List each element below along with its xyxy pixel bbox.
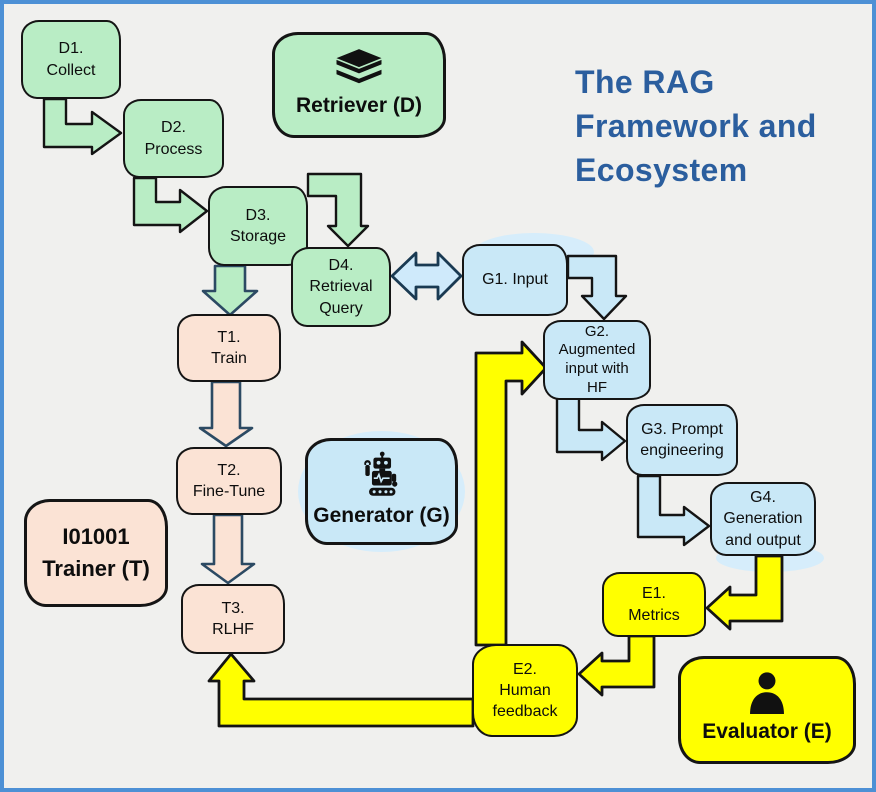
node-d4-label: D4. Retrieval Query [309, 257, 373, 317]
arrow-g2-to-g3 [555, 396, 627, 462]
arrow-e2-to-t3 [207, 652, 475, 728]
node-d3-storage: D3. Storage [208, 186, 308, 266]
node-g1-label: G1. Input [482, 271, 548, 289]
arrow-d1-to-d2 [42, 97, 123, 156]
connector-arrows-layer [42, 97, 784, 728]
arrow-g4-to-e1 [705, 554, 784, 631]
node-d4-retrieval-query: D4. Retrieval Query [291, 247, 391, 327]
robot-icon [358, 451, 405, 498]
node-t1-label: T1. Train [211, 328, 247, 367]
arrow-d3-to-d4 [306, 172, 370, 248]
node-g2-augmented-input: G2. Augmented input with HF [543, 320, 651, 400]
node-d2-label: D2. Process [144, 119, 203, 158]
arrow-t2-to-t3 [200, 513, 256, 585]
books-icon [332, 48, 386, 88]
node-d1-label: D1. Collect [46, 40, 96, 79]
node-g1-input: G1. Input [462, 244, 568, 316]
node-e2-human-feedback: E2. Human feedback [472, 644, 578, 737]
node-d3-label: D3. Storage [229, 206, 287, 245]
arrow-g1-to-g2 [566, 254, 628, 321]
arrow-d3-to-t1 [201, 264, 259, 317]
group-generator: Generator (G) [305, 438, 458, 545]
node-d1-collect: D1. Collect [21, 20, 121, 99]
node-t3-label: T3. RLHF [212, 599, 254, 638]
group-retriever: Retriever (D) [272, 32, 446, 138]
node-t2-label: T2. Fine-Tune [192, 461, 266, 500]
node-t3-rlhf: T3. RLHF [181, 584, 285, 654]
arrow-g3-to-g4 [636, 474, 711, 547]
arrow-e1-to-e2 [577, 634, 656, 697]
node-g3-label: G3. Prompt engineering [640, 420, 724, 459]
arrow-t1-to-t2 [198, 380, 254, 448]
node-g2-label: G2. Augmented input with HF [558, 322, 636, 396]
trainer-label: I01001 Trainer (T) [42, 524, 150, 581]
node-g3-prompt-engineering: G3. Prompt engineering [626, 404, 738, 476]
node-e1-metrics: E1. Metrics [602, 572, 706, 637]
arrow-d4-g1-bidirectional [390, 251, 463, 301]
arrow-d2-to-d3 [132, 176, 209, 234]
node-t1-train: T1. Train [177, 314, 281, 382]
diagram-title: The RAG Framework and Ecosystem [575, 64, 817, 188]
node-e1-label: E1. Metrics [628, 585, 680, 624]
arrow-e2-to-g2 [474, 340, 548, 647]
node-t2-fine-tune: T2. Fine-Tune [176, 447, 282, 515]
node-g4-generation-output: G4. Generation and output [710, 482, 816, 556]
evaluator-label: Evaluator (E) [702, 720, 832, 744]
node-e2-label: E2. Human feedback [492, 660, 558, 721]
node-g4-label: G4. Generation and output [723, 489, 803, 549]
person-icon [741, 672, 793, 715]
group-evaluator: Evaluator (E) [678, 656, 856, 764]
group-trainer: I01001 Trainer (T) [24, 499, 168, 607]
node-d2-process: D2. Process [123, 99, 224, 178]
generator-label: Generator (G) [313, 504, 450, 528]
retriever-label: Retriever (D) [295, 94, 423, 118]
